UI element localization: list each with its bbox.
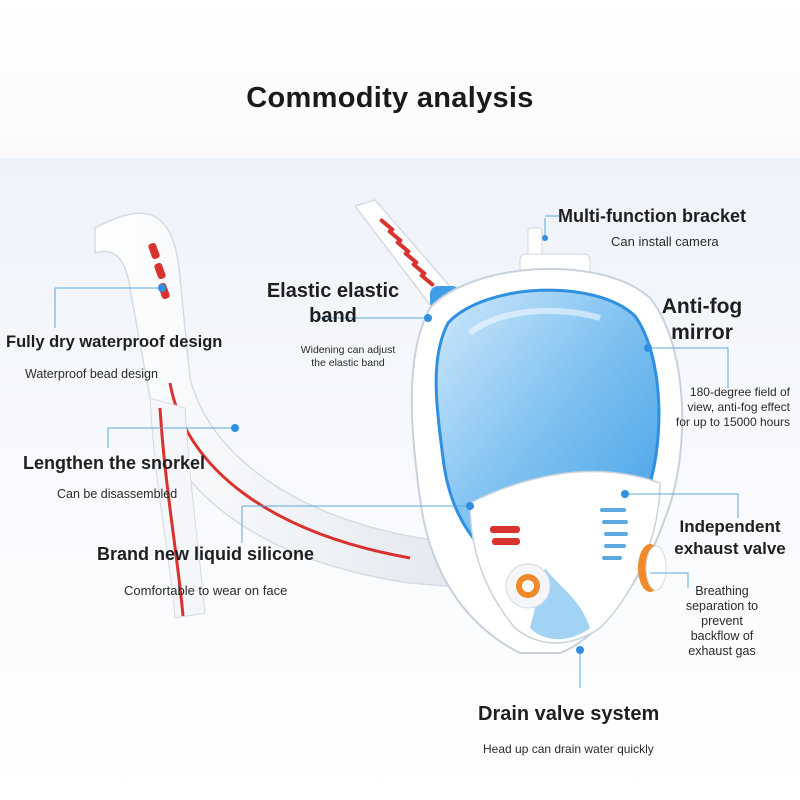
leader-lines bbox=[54, 215, 739, 688]
feature-drain-title: Drain valve system bbox=[478, 703, 660, 725]
feature-antifog-desc-line3: for up to 15000 hours bbox=[675, 415, 790, 429]
feature-exhaust-title-line2: exhaust valve bbox=[674, 539, 786, 558]
feature-antifog-desc-line1: 180-degree field of bbox=[689, 385, 790, 399]
feature-dry-desc: Waterproof bead design bbox=[25, 367, 158, 381]
feature-dry-title: Fully dry waterproof design bbox=[6, 333, 223, 351]
feature-band-desc-line1: Widening can adjust bbox=[300, 344, 396, 356]
feature-exhaust-desc-line1: Breathing bbox=[695, 584, 749, 598]
feature-snorkel-desc: Can be disassembled bbox=[57, 487, 178, 501]
feature-exhaust-desc-line5: exhaust gas bbox=[688, 644, 756, 658]
feature-exhaust-title-line1: Independent bbox=[679, 517, 781, 536]
feature-antifog-desc: 180-degree field of view, anti-fog effec… bbox=[660, 385, 790, 430]
feature-bracket-desc: Can install camera bbox=[611, 234, 719, 249]
feature-exhaust-desc-line2: separation to bbox=[685, 599, 759, 613]
title-band bbox=[0, 0, 800, 158]
exhaust-valves bbox=[505, 544, 667, 609]
feature-bracket-title: Multi-function bracket bbox=[558, 206, 746, 226]
feature-band-desc-line2: the elastic band bbox=[311, 357, 385, 369]
feature-band-desc: Widening can adjust the elastic band bbox=[288, 344, 408, 370]
feature-drain-desc: Head up can drain water quickly bbox=[483, 742, 654, 756]
feature-exhaust-desc-line3: prevent bbox=[701, 614, 743, 628]
feature-silicone-desc: Comfortable to wear on face bbox=[124, 583, 288, 598]
feature-silicone-title: Brand new liquid silicone bbox=[97, 544, 315, 564]
leader-dots bbox=[158, 235, 652, 654]
feature-band-title: Elastic elastic band bbox=[255, 279, 411, 329]
feature-antifog-desc-line2: view, anti-fog effect bbox=[687, 400, 790, 414]
product-illustration bbox=[54, 199, 739, 688]
feature-antifog-title-line1: Anti-fog bbox=[661, 295, 743, 318]
product-scene: Multi-function bracket Can install camer… bbox=[0, 158, 800, 800]
feature-exhaust-desc: Breathing separation to prevent backflow… bbox=[670, 584, 774, 659]
feature-exhaust-title: Independent exhaust valve bbox=[665, 516, 795, 560]
feature-antifog-title: Anti-fog mirror bbox=[652, 294, 752, 346]
page-title: Commodity analysis bbox=[246, 82, 534, 114]
feature-band-title-line1: Elastic elastic bbox=[266, 280, 400, 302]
feature-snorkel-title: Lengthen the snorkel bbox=[23, 453, 206, 473]
feature-exhaust-desc-line4: backflow of bbox=[690, 629, 754, 643]
feature-band-title-line2: band bbox=[309, 305, 357, 327]
feature-antifog-title-line2: mirror bbox=[671, 321, 733, 344]
